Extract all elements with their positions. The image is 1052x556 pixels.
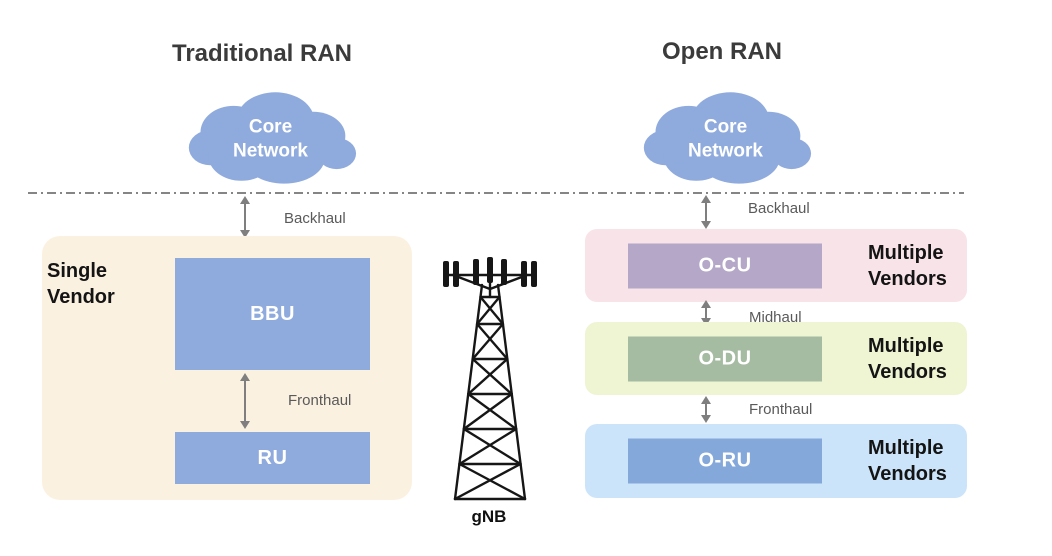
network-boundary-line (28, 192, 964, 194)
open-core-network-label: Core Network (688, 116, 763, 162)
open-midhaul-label: Midhaul (749, 309, 802, 326)
traditional-backhaul-arrow (239, 196, 251, 238)
oru-box: O-RU (628, 438, 822, 484)
bbu-box: BBU (175, 258, 370, 370)
traditional-fronthaul-arrow (239, 373, 251, 429)
ocu-vendor-label: Multiple Vendors (868, 241, 947, 290)
oru-layer: O-RU Multiple Vendors (585, 424, 967, 498)
arrow-shaft (705, 404, 707, 415)
arrow-shaft (705, 308, 707, 318)
traditional-backhaul-label: Backhaul (284, 210, 346, 227)
open-backhaul-label: Backhaul (748, 200, 810, 217)
cell-tower-icon (443, 257, 537, 501)
cloud-icon (188, 92, 357, 184)
ocu-box: O-CU (628, 243, 822, 288)
arrow-shaft (244, 381, 246, 421)
open-fronthaul-label: Fronthaul (749, 401, 813, 418)
traditional-fronthaul-label: Fronthaul (288, 392, 352, 409)
arrow-head-down (701, 221, 711, 229)
odu-vendor-label: Multiple Vendors (868, 334, 947, 383)
odu-layer: O-DU Multiple Vendors (585, 322, 967, 395)
arrow-head-down (701, 415, 711, 423)
arrow-head-up (701, 195, 711, 203)
arrow-head-up (240, 196, 250, 204)
open-fronthaul-arrow (700, 396, 712, 423)
arrow-head-up (701, 396, 711, 404)
single-vendor-label: Single Vendor (47, 260, 115, 308)
open-ran-title: Open RAN (662, 38, 782, 65)
arrow-head-up (701, 300, 711, 308)
oru-vendor-label: Multiple Vendors (868, 437, 947, 485)
arrow-shaft (705, 203, 707, 221)
cloud-icon (643, 92, 812, 184)
open-backhaul-arrow (700, 195, 712, 229)
ocu-layer: O-CU Multiple Vendors (585, 229, 967, 302)
ru-box: RU (175, 432, 370, 484)
arrow-head-up (240, 373, 250, 381)
odu-box: O-DU (628, 336, 822, 381)
arrow-head-down (240, 230, 250, 238)
gnb-tower (433, 252, 545, 504)
open-core-network-cloud: Core Network (638, 80, 813, 195)
gnb-label: gNB (471, 507, 507, 526)
arrow-shaft (244, 204, 246, 230)
traditional-ran-title: Traditional RAN (172, 40, 353, 67)
traditional-core-network-label: Core Network (233, 116, 308, 162)
traditional-core-network-cloud: Core Network (183, 80, 358, 195)
arrow-head-down (240, 421, 250, 429)
